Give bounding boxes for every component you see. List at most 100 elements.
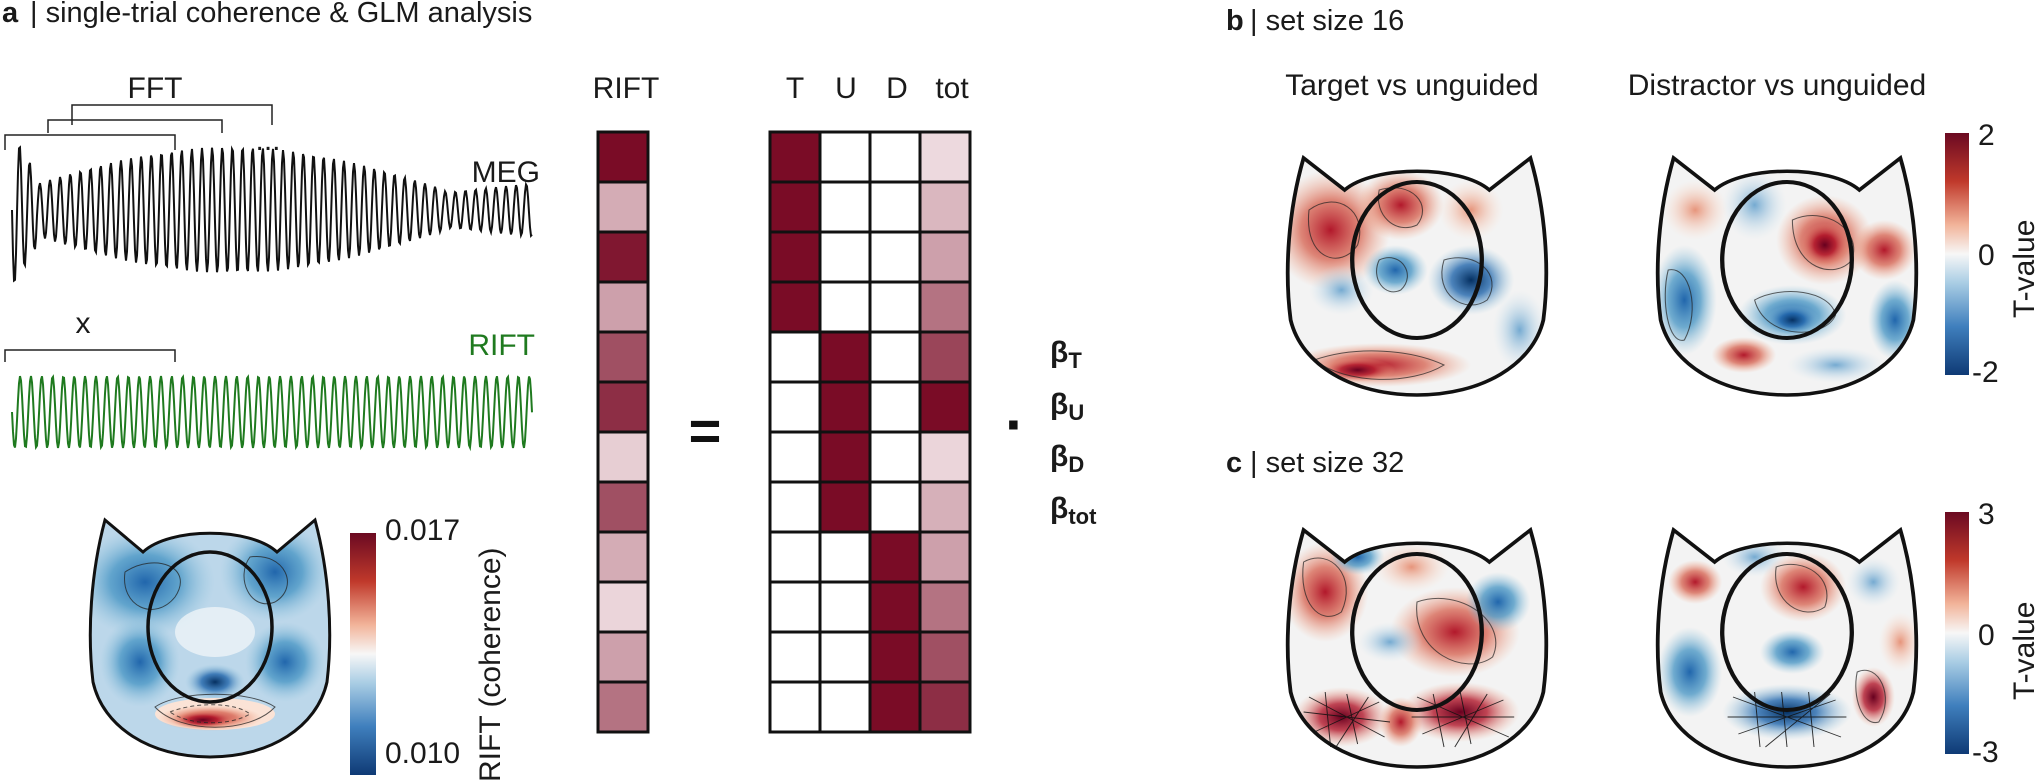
rift-vector-cell (596, 480, 650, 534)
design-matrix-cell (768, 430, 822, 484)
beta-coefficients: βT βU βD βtot (1050, 336, 1097, 529)
design-matrix-cell (818, 180, 872, 234)
design-matrix-cell (818, 680, 872, 734)
design-matrix-cell (768, 530, 822, 584)
design-matrix-cell (868, 280, 922, 334)
tvalue-colorbar-16 (1945, 133, 1969, 375)
design-matrix-cell (768, 480, 822, 534)
beta-D: βD (1050, 440, 1084, 477)
design-matrix-cell (818, 630, 872, 684)
design-header-U: U (835, 72, 857, 105)
design-matrix-cell (818, 280, 872, 334)
rift-vector (596, 130, 650, 734)
panel-a-title: | single-trial coherence & GLM analysis (30, 0, 532, 29)
panel-a-letter: a (2, 0, 19, 29)
design-matrix-cell (768, 180, 822, 234)
meg-signal-trace (11, 145, 533, 283)
coherence-colorbar (350, 533, 376, 775)
tvalue32-max: 3 (1978, 498, 1995, 531)
design-matrix-cell (818, 430, 872, 484)
tvalue16-max: 2 (1978, 119, 1995, 152)
tvalue-colorbar-32 (1945, 512, 1969, 754)
design-matrix-cell (768, 330, 822, 384)
rift-vector-cell (596, 180, 650, 234)
design-matrix-cell (868, 430, 922, 484)
design-matrix-cell (818, 380, 872, 434)
tmap-32-target (1285, 528, 1549, 769)
multiply-dot: · (1005, 391, 1025, 458)
beta-U: βU (1050, 388, 1084, 425)
design-matrix-cell (868, 330, 922, 384)
tmap-16-target (1285, 156, 1549, 397)
rift-vector-cell (596, 330, 650, 384)
rift-vector-cell (596, 580, 650, 634)
design-matrix-cell (768, 280, 822, 334)
design-matrix-cell (868, 530, 922, 584)
rift-vector-cell (596, 530, 650, 584)
target-map-title: Target vs unguided (1285, 69, 1539, 102)
design-matrix-cell (868, 480, 922, 534)
design-matrix-cell (918, 580, 972, 634)
tvalue16-label: T-value (2008, 220, 2039, 318)
design-matrix-cell (918, 680, 972, 734)
meg-label: MEG (472, 156, 540, 189)
design-matrix-cell (868, 230, 922, 284)
design-matrix-cell (768, 630, 822, 684)
rift-vector-cell (596, 380, 650, 434)
tmap-16-distractor (1655, 156, 1919, 397)
beta-tot: βtot (1050, 492, 1097, 529)
coherence-colorbar-min: 0.010 (385, 737, 460, 770)
rift-vector-cell (596, 430, 650, 484)
x-label: x (76, 307, 91, 340)
design-matrix-cell (918, 230, 972, 284)
design-matrix-cell (868, 180, 922, 234)
rift-vector-header: RIFT (593, 72, 660, 105)
design-matrix-cell (818, 330, 872, 384)
design-matrix-cell (918, 130, 972, 184)
equals-sign: = (689, 399, 722, 462)
design-matrix-cell (918, 630, 972, 684)
design-matrix-cell (768, 680, 822, 734)
tvalue32-label: T-value (2008, 602, 2039, 700)
design-matrix-cell (918, 430, 972, 484)
design-matrix-cell (768, 130, 822, 184)
design-matrix-cell (768, 580, 822, 634)
rift-vector-cell (596, 630, 650, 684)
design-matrix-cell (868, 580, 922, 634)
rift-signal-label: RIFT (468, 329, 535, 362)
rift-vector-cell (596, 230, 650, 284)
fft-label: FFT (128, 72, 183, 105)
design-matrix (768, 130, 972, 734)
tvalue16-mid: 0 (1978, 239, 1995, 272)
coherence-colorbar-label: RIFT (coherence) (474, 547, 507, 782)
rift-vector-cell (596, 680, 650, 734)
design-matrix-cell (918, 180, 972, 234)
rift-signal-trace (11, 374, 533, 452)
tvalue32-mid: 0 (1978, 619, 1995, 652)
design-matrix-cell (818, 530, 872, 584)
design-header-D: D (886, 72, 908, 105)
panel-c-title: | set size 32 (1250, 447, 1404, 479)
design-matrix-cell (818, 130, 872, 184)
panel-c-letter: c (1226, 447, 1242, 479)
design-matrix-cell (918, 530, 972, 584)
distractor-map-title: Distractor vs unguided (1628, 69, 1926, 102)
design-matrix-cell (868, 380, 922, 434)
design-header-tot: tot (935, 72, 969, 105)
design-matrix-cell (918, 380, 972, 434)
design-matrix-cell (918, 280, 972, 334)
design-matrix-cell (868, 630, 922, 684)
beta-T: βT (1050, 336, 1082, 373)
tmap-32-distractor (1655, 528, 1919, 769)
design-matrix-cell (818, 580, 872, 634)
panel-b-letter: b (1226, 5, 1244, 37)
panel-b-title: | set size 16 (1250, 5, 1404, 37)
design-matrix-cell (768, 230, 822, 284)
rift-vector-cell (596, 280, 650, 334)
coherence-topomap (88, 518, 332, 759)
tvalue16-min: -2 (1972, 356, 1999, 389)
design-matrix-cell (818, 480, 872, 534)
design-matrix-cell (868, 130, 922, 184)
